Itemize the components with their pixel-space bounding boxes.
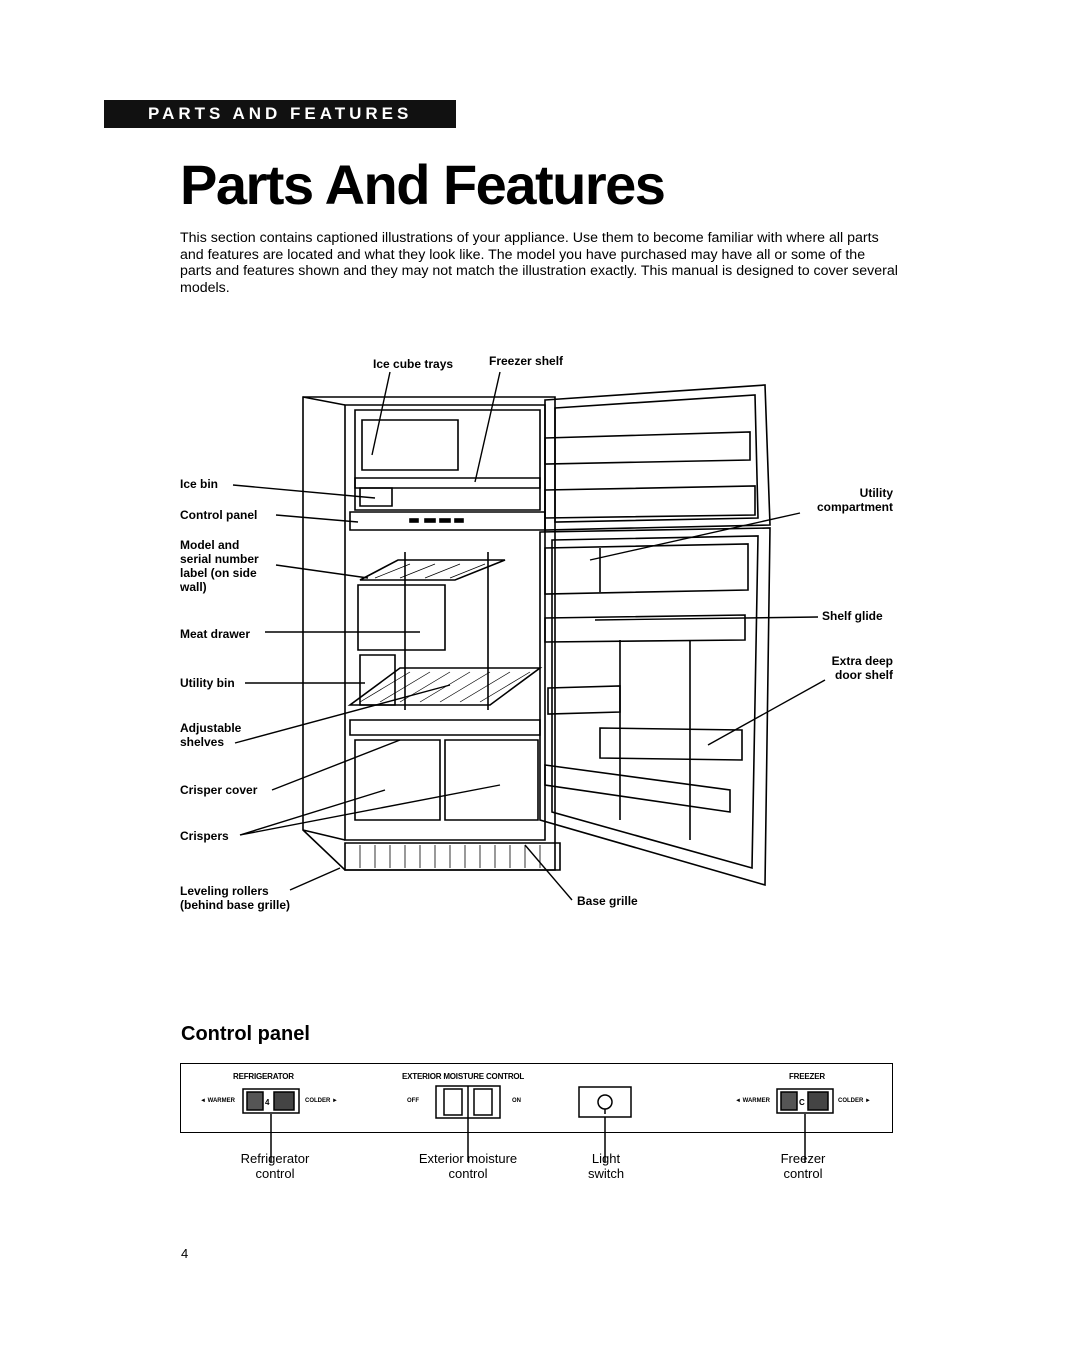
section-banner: PARTS AND FEATURES bbox=[104, 100, 456, 128]
caption-moisture-control: Exterior moisture control bbox=[418, 1151, 518, 1181]
refrigerator-title: REFRIGERATOR bbox=[233, 1072, 294, 1081]
freezer-shelf bbox=[354, 477, 541, 489]
moisture-on-label: ON bbox=[512, 1098, 521, 1104]
ice-bin bbox=[359, 487, 393, 507]
fresh-food-door bbox=[539, 527, 771, 887]
refrigerator-setting: 4 bbox=[265, 1098, 270, 1107]
crisper-right bbox=[444, 739, 539, 821]
control-panel-figure bbox=[180, 1063, 893, 1133]
caption-refrigerator-control: Refrigerator control bbox=[240, 1151, 310, 1181]
freezer-warmer-label: ◄ WARMER bbox=[735, 1098, 770, 1104]
label-model-serial: Model and serial number label (on side w… bbox=[180, 538, 259, 594]
crisper-left bbox=[354, 739, 441, 821]
label-adjustable-shelves: Adjustable shelves bbox=[180, 721, 242, 749]
page-title: Parts And Features bbox=[180, 153, 666, 216]
ice-cube-tray bbox=[361, 419, 459, 471]
control-panel-heading: Control panel bbox=[181, 1023, 310, 1045]
label-crispers: Crispers bbox=[180, 829, 229, 843]
intro-paragraph: This section contains captioned illustra… bbox=[180, 230, 898, 296]
label-meat-drawer: Meat drawer bbox=[180, 627, 251, 641]
freezer-door-shelf-1 bbox=[544, 431, 751, 465]
page-number: 4 bbox=[181, 1246, 189, 1261]
label-control-panel: Control panel bbox=[180, 508, 258, 522]
caption-light-switch: Light switch bbox=[587, 1151, 625, 1181]
freezer-compartment bbox=[354, 409, 541, 511]
label-crisper-cover: Crisper cover bbox=[180, 783, 258, 797]
freezer-colder-label: COLDER ► bbox=[838, 1098, 871, 1104]
refrigerator-warmer-label: ◄ WARMER bbox=[200, 1098, 235, 1104]
meat-drawer bbox=[357, 584, 446, 651]
freezer-title: FREEZER bbox=[789, 1072, 825, 1081]
label-freezer-shelf: Freezer shelf bbox=[489, 354, 564, 368]
base-grille bbox=[344, 842, 561, 871]
label-ice-bin: Ice bin bbox=[180, 477, 219, 491]
label-utility-bin: Utility bin bbox=[180, 676, 235, 690]
label-leveling-rollers: Leveling rollers (behind base grille) bbox=[180, 884, 291, 912]
adjustable-shelf bbox=[347, 667, 543, 706]
label-base-grille: Base grille bbox=[577, 894, 638, 908]
freezer-setting: C bbox=[799, 1098, 805, 1107]
label-ice-cube-trays: Ice cube trays bbox=[373, 357, 454, 371]
label-utility-compartment: Utility compartment bbox=[816, 486, 893, 514]
label-extra-deep-door-shelf: Extra deep door shelf bbox=[831, 654, 893, 682]
door-shelf-bottom bbox=[544, 764, 731, 813]
freezer-door bbox=[544, 384, 771, 531]
cabinet-inner bbox=[344, 404, 546, 841]
door-shelf-1 bbox=[544, 614, 746, 643]
freezer-dial-slot bbox=[776, 1088, 834, 1114]
utility-compartment bbox=[544, 543, 749, 595]
extra-deep-door-shelf bbox=[599, 727, 743, 761]
moisture-title: EXTERIOR MOISTURE CONTROL bbox=[402, 1072, 525, 1081]
label-shelf-glide: Shelf glide bbox=[822, 609, 883, 623]
freezer-door-shelf-2 bbox=[544, 485, 756, 519]
glass-shelf-upper bbox=[359, 559, 506, 581]
refrigerator-colder-label: COLDER ► bbox=[305, 1098, 338, 1104]
moisture-off-label: OFF bbox=[407, 1098, 419, 1104]
refrigerator-dial-slot bbox=[242, 1088, 300, 1114]
caption-freezer-control: Freezer control bbox=[780, 1151, 826, 1181]
